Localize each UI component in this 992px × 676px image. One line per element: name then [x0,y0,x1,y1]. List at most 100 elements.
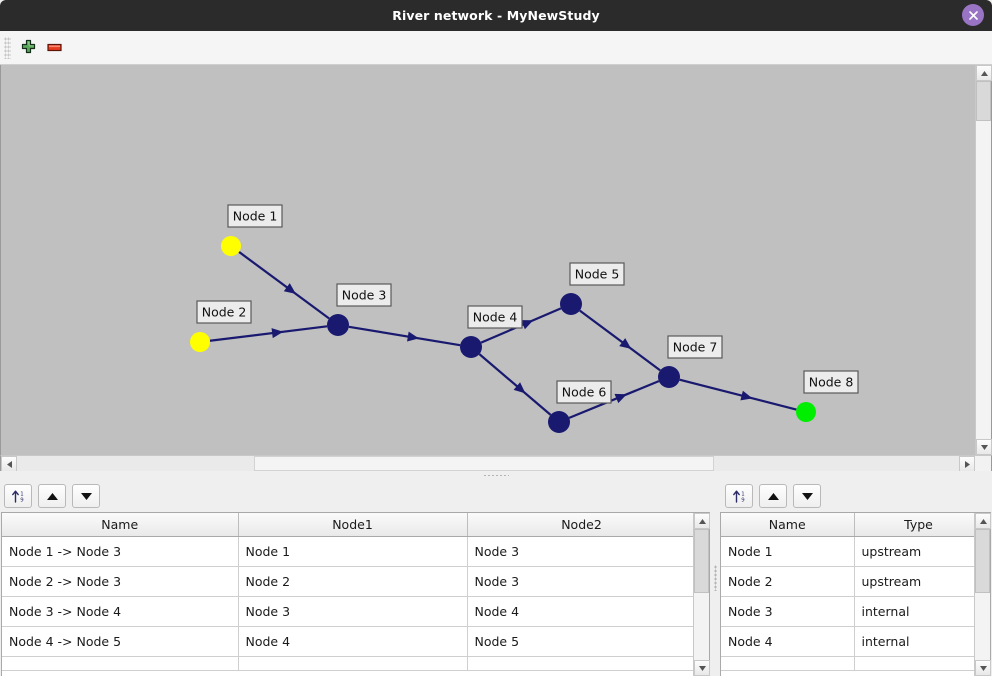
nodes-vscroll-track[interactable] [975,529,990,660]
graph-edge[interactable] [478,353,552,416]
scroll-right-icon[interactable] [959,456,975,472]
graph-node-label: Node 7 [673,340,718,355]
graph-node-label-box[interactable] [467,305,523,329]
column-header-name[interactable]: Name [721,513,855,537]
scroll-down-icon[interactable] [694,660,710,676]
graph-hscroll-track[interactable] [17,456,959,471]
graph-node-label-box[interactable] [336,283,392,307]
scroll-up-icon[interactable] [975,513,991,529]
sort-icon[interactable]: 1 9 [725,484,753,508]
graph-node-node-5[interactable] [560,293,582,315]
table-cell[interactable]: Node 4 [238,626,468,657]
graph-edge[interactable] [679,378,797,411]
graph-edge-arrow-icon [283,283,296,294]
graph-edge[interactable] [579,309,661,372]
graph-node-node-6[interactable] [548,411,570,433]
toolbar-grip[interactable] [4,36,11,59]
graph-edge-arrow-icon [520,320,534,330]
sort-icon[interactable]: 1 9 [4,484,32,508]
branches-vertical-scrollbar[interactable] [693,513,710,676]
graph-node-node-7[interactable] [658,366,680,388]
column-header-name[interactable]: Name [2,513,239,537]
table-cell[interactable]: internal [854,626,974,657]
delete-node-icon[interactable] [41,35,67,61]
table-cell[interactable]: Node 4 [721,626,855,657]
graph-node-label-box[interactable] [556,380,612,404]
add-node-icon[interactable] [15,35,41,61]
table-cell[interactable]: Node 1 [721,536,855,567]
scroll-left-icon[interactable] [1,456,17,472]
graph-node-node-4[interactable] [460,336,482,358]
graph-vscroll-thumb[interactable] [976,81,991,121]
table-cell[interactable]: upstream [854,536,974,567]
nodes-vscroll-thumb[interactable] [975,529,990,593]
scroll-down-icon[interactable] [976,439,992,455]
graph-node-node-1[interactable] [221,236,241,256]
graph-node-label-box[interactable] [803,370,859,394]
table-cell[interactable]: Node 4 [467,596,693,627]
table-cell[interactable]: Node 1 -> Node 3 [2,536,239,567]
branches-vscroll-thumb[interactable] [694,529,709,593]
graph-vertical-scrollbar[interactable] [975,65,992,455]
table-cell[interactable]: Node 3 [467,536,693,567]
column-header-node2[interactable]: Node2 [467,513,693,537]
table-cell[interactable]: Node 2 -> Node 3 [2,566,239,597]
graph-hscroll-thumb[interactable] [254,456,714,471]
arrow-up-icon[interactable] [759,484,787,508]
table-cell[interactable]: Node 3 -> Node 4 [2,596,239,627]
graph-vscroll-track[interactable] [976,81,991,439]
horizontal-splitter[interactable] [0,471,992,480]
branches-vscroll-track[interactable] [694,529,709,660]
graph-node-node-2[interactable] [190,332,210,352]
arrow-down-icon[interactable] [72,484,100,508]
table-cell[interactable]: Node 5 [467,626,693,657]
table-cell-empty [2,656,239,671]
table-cell[interactable]: upstream [854,566,974,597]
scroll-down-icon[interactable] [975,660,991,676]
table-cell[interactable]: Node 3 [467,566,693,597]
graph-node-label-box[interactable] [667,335,723,359]
nodes-vertical-scrollbar[interactable] [974,513,991,676]
graph-edge[interactable] [238,251,330,320]
scroll-up-icon[interactable] [976,65,992,81]
column-header-type[interactable]: Type [854,513,974,537]
arrow-down-icon[interactable] [793,484,821,508]
table-cell[interactable]: Node 3 [238,596,468,627]
graph-node-node-8[interactable] [796,402,816,422]
vertical-splitter[interactable] [711,480,719,676]
table-cell[interactable]: Node 2 [238,566,468,597]
arrow-up-icon[interactable] [38,484,66,508]
graph-node-label-box[interactable] [227,204,283,228]
graph-horizontal-scrollbar[interactable] [0,455,992,472]
scroll-up-icon[interactable] [694,513,710,529]
close-icon[interactable] [962,4,984,26]
graph-edge[interactable] [209,325,328,342]
table-cell[interactable]: Node 2 [721,566,855,597]
graph-node-label-box[interactable] [196,300,252,324]
graph-edge[interactable] [348,325,461,347]
table-cell[interactable]: internal [854,596,974,627]
graph-node-label-box[interactable] [569,262,625,286]
graph-node-node-3[interactable] [327,314,349,336]
table-cell[interactable]: Node 1 [238,536,468,567]
table-cell[interactable]: Node 3 [721,596,855,627]
table-cell[interactable]: Node 4 -> Node 5 [2,626,239,657]
column-header-node1[interactable]: Node1 [238,513,468,537]
table-empty-row [2,656,693,671]
graph-edge[interactable] [568,380,660,419]
graph-node-label: Node 8 [809,375,854,390]
